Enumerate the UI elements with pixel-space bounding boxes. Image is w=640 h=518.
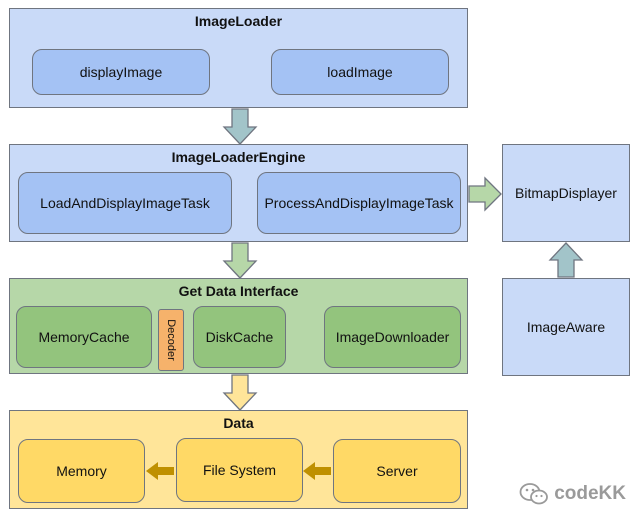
load-and-display-task-box: LoadAndDisplayImageTask [18,172,232,234]
displayimage-box: displayImage [32,49,210,95]
arrow-server-to-file-system [303,462,331,480]
arrow-engine-to-bitmap-displayer [468,176,502,212]
arrow-get-data-to-data [222,374,258,411]
get-data-title: Get Data Interface [178,283,299,299]
bitmap-displayer-box: BitmapDisplayer [502,144,630,242]
arrow-file-system-to-memory [146,462,174,480]
arrow-engine-to-get-data [222,242,258,279]
diskcache-box: DiskCache [193,306,286,368]
watermark-text: codeKK [554,483,626,504]
data-title: Data [223,415,254,431]
arrow-image-aware-to-bitmap-displayer [548,242,584,278]
memorycache-box: MemoryCache [16,306,152,368]
file-system-box: File System [176,438,303,502]
imagedownloader-box: ImageDownloader [324,306,461,368]
arrow-imageloader-to-engine [222,108,258,145]
loadimage-box: loadImage [271,49,449,95]
decoder-box: Decoder [158,309,184,371]
image-aware-box: ImageAware [502,278,630,376]
wechat-logo-icon [519,483,549,505]
imageloader-title: ImageLoader [194,13,283,29]
get-data-layer: Get Data Interface MemoryCache Decoder D… [9,278,468,374]
engine-layer: ImageLoaderEngine LoadAndDisplayImageTas… [9,144,468,242]
process-and-display-task-box: ProcessAndDisplayImageTask [257,172,461,234]
memory-box: Memory [18,439,145,503]
server-box: Server [333,439,461,503]
engine-title: ImageLoaderEngine [171,149,306,165]
data-layer: Data Memory File System Server [9,410,468,509]
imageloader-layer: ImageLoader displayImage loadImage [9,8,468,108]
watermark: codeKK [519,482,626,506]
